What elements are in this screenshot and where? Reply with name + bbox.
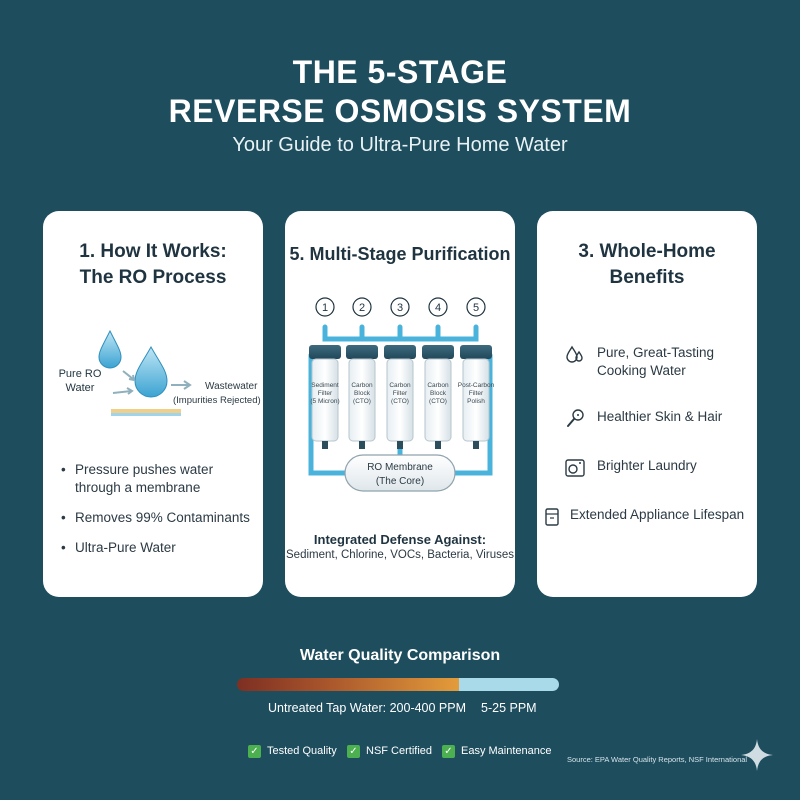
svg-text:Carbon: Carbon (389, 382, 411, 389)
stage-numbers: 1 2 3 4 5 (315, 297, 486, 317)
stage-number: 2 (359, 302, 365, 314)
how-it-works-title-line2: The RO Process (79, 267, 227, 288)
multi-stage-title: 5. Multi-Stage Purification (289, 244, 511, 264)
benefit-text-line1: Brighter Laundry (597, 458, 697, 473)
bullet-item: Pressure pushes water through a membrane (61, 461, 256, 497)
arrow-icon (122, 370, 134, 380)
benefit-text-line1: Pure, Great-Tasting (597, 345, 715, 360)
arrow-icon (112, 390, 132, 394)
sparkle-icon (741, 739, 773, 771)
water-drops-icon (566, 345, 583, 363)
svg-text:Sediment: Sediment (311, 382, 339, 389)
svg-text:(CTO): (CTO) (429, 398, 447, 405)
check-icon: ✓ (248, 745, 261, 758)
large-drop-icon (134, 345, 168, 398)
svg-text:(CTO): (CTO) (353, 398, 371, 405)
comparison-bar (237, 678, 559, 691)
svg-text:Filter: Filter (469, 390, 484, 397)
benefit-text-line1: Healthier Skin & Hair (597, 409, 723, 424)
membrane-label-line1: RO Membrane (367, 462, 433, 473)
membrane-label-line2: (The Core) (376, 476, 424, 487)
filter-system-diagram: 1 2 3 4 5 Sediment Filter (308, 297, 495, 492)
filter-canister: Carbon Filter (CTO) (384, 345, 416, 449)
benefit-text-line2: Cooking Water (597, 363, 686, 378)
filter-canister: Carbon Block (CTO) (346, 345, 378, 449)
bullet-item: Removes 99% Contaminants (61, 509, 256, 527)
filter-canister: Post-Carbon Filter Polish (458, 345, 495, 449)
page-title-line1: THE 5-STAGE (292, 54, 508, 90)
comparison-title: Water Quality Comparison (299, 647, 501, 664)
ro-water-bar-segment (459, 678, 559, 691)
multi-stage-card: 5. Multi-Stage Purification 1 2 (285, 211, 515, 597)
check-icon: ✓ (442, 745, 455, 758)
how-it-works-title-line1: 1. How It Works: (79, 241, 227, 262)
svg-text:(CTO): (CTO) (391, 398, 409, 405)
svg-text:Filter: Filter (318, 390, 333, 397)
benefits-title-line1: 3. Whole-Home (578, 241, 716, 262)
hairbrush-icon (567, 409, 584, 427)
svg-text:Filter: Filter (393, 390, 408, 397)
tap-water-label: Untreated Tap Water: 200-400 PPM (268, 701, 467, 715)
svg-text:Carbon: Carbon (427, 382, 449, 389)
stage-number: 5 (473, 302, 479, 314)
pure-water-label-line2: Water (66, 382, 95, 394)
svg-text:Block: Block (354, 390, 371, 397)
wastewater-label-line1: Wastewater (205, 381, 258, 392)
svg-text:Block: Block (430, 390, 447, 397)
ro-process-diagram: Pure RO Water Wastewater (Impurities Rej… (59, 329, 261, 416)
appliance-icon (545, 508, 559, 526)
tap-water-bar-segment (237, 678, 459, 691)
check-icon: ✓ (347, 745, 360, 758)
how-it-works-card: 1. How It Works: The RO Process Pure RO … (43, 211, 263, 597)
svg-text:Polish: Polish (467, 398, 485, 405)
page-subtitle: Your Guide to Ultra-Pure Home Water (232, 134, 568, 156)
pure-water-label-line1: Pure RO (59, 368, 102, 380)
ro-water-label: 5-25 PPM (481, 701, 537, 715)
page-title-line2: REVERSE OSMOSIS SYSTEM (168, 93, 632, 129)
stage-number: 3 (397, 302, 403, 314)
defense-list: Sediment, Chlorine, VOCs, Bacteria, Viru… (286, 549, 514, 561)
defense-title: Integrated Defense Against: (313, 532, 487, 547)
filter-canister: Sediment Filter (5 Micron) (309, 345, 341, 449)
stage-number: 1 (322, 302, 328, 314)
svg-text:Carbon: Carbon (351, 382, 373, 389)
filter-canister: Carbon Block (CTO) (422, 345, 454, 449)
membrane-layer (111, 409, 181, 413)
stage-number: 4 (435, 302, 441, 314)
ro-membrane: RO Membrane (The Core) (344, 454, 456, 492)
wastewater-label-line2: (Impurities Rejected) (173, 395, 261, 406)
filter-canisters: Sediment Filter (5 Micron) Carbon Block … (309, 345, 495, 449)
benefit-text-line1: Extended Appliance Lifespan (570, 507, 745, 522)
source-note: Source: EPA Water Quality Reports, NSF I… (567, 755, 748, 764)
svg-text:Post-Carbon: Post-Carbon (458, 382, 495, 389)
benefits-card: 3. Whole-Home Benefits Pure, Great-Tasti… (537, 211, 757, 597)
bullet-item: Ultra-Pure Water (61, 539, 256, 557)
svg-text:(5 Micron): (5 Micron) (310, 398, 339, 405)
water-pipes (308, 324, 493, 476)
benefits-title-line2: Benefits (609, 267, 685, 288)
how-it-works-bullets: Pressure pushes water through a membrane… (61, 461, 256, 569)
small-drop-icon (98, 329, 122, 369)
washing-machine-icon (565, 459, 585, 477)
